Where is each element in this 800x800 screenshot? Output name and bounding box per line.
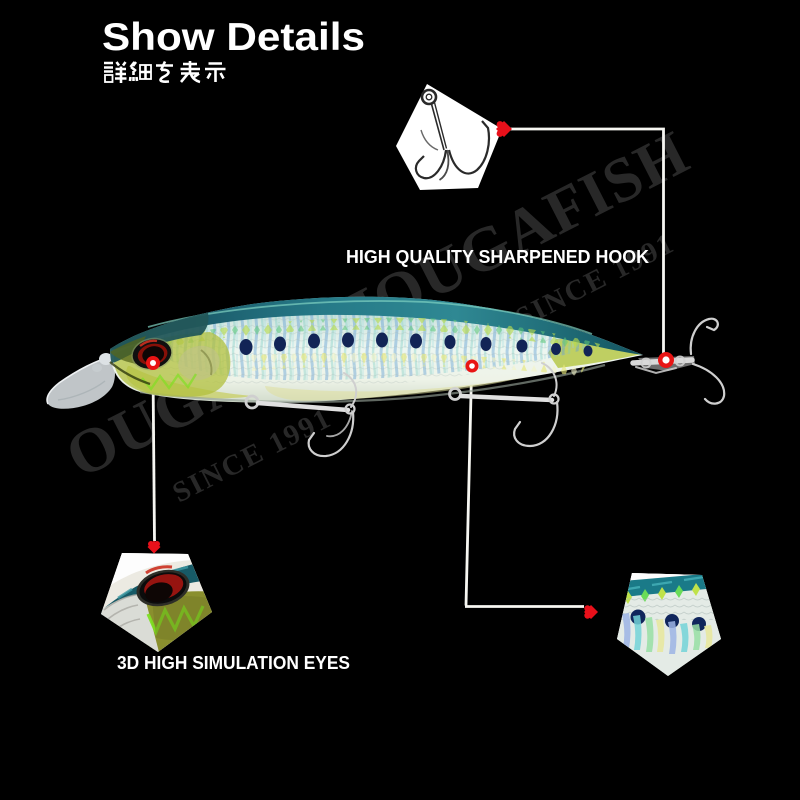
svg-text:HIGH QUALITY SHARPENED HOOK: HIGH QUALITY SHARPENED HOOK: [346, 246, 650, 267]
svg-text:3D HIGH SIMULATION EYES: 3D HIGH SIMULATION EYES: [117, 652, 350, 673]
svg-text:Show Details: Show Details: [102, 16, 365, 59]
